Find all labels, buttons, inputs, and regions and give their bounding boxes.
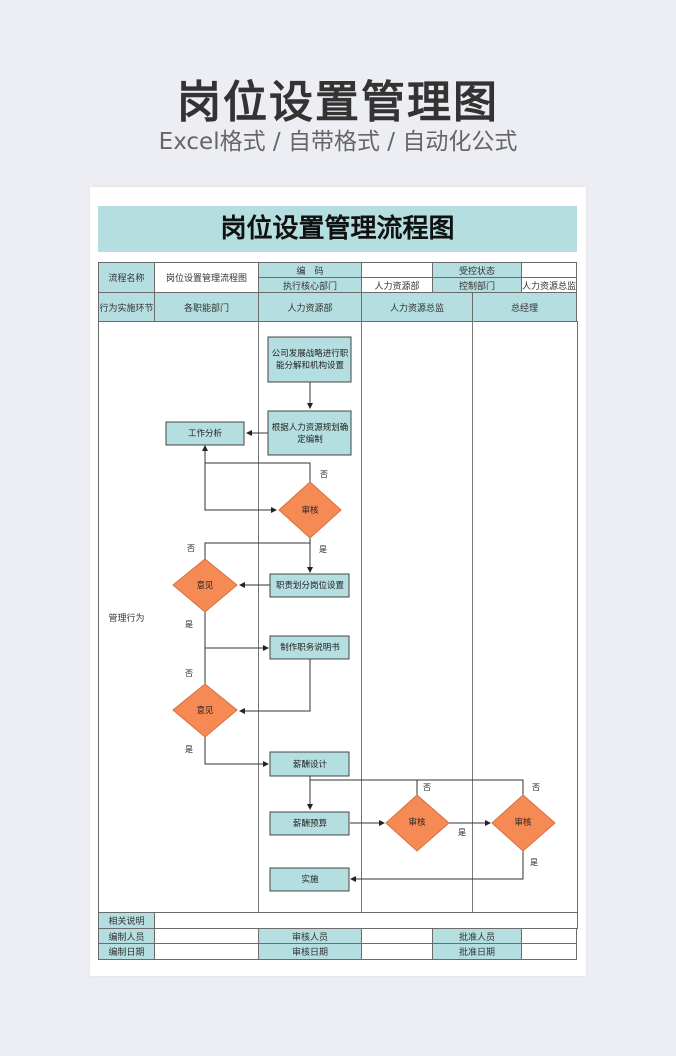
no-label: 否 (320, 470, 328, 479)
lane-divider (361, 321, 362, 913)
yes-label: 是 (185, 745, 193, 754)
yes-label: 是 (185, 620, 193, 629)
document-title: 岗位设置管理流程图 (98, 206, 577, 252)
process-box-b1[interactable]: 公司发展战略进行职 能分解和机构设置 (267, 336, 352, 383)
hero-subtitle: Excel格式 / 自带格式 / 自动化公式 (158, 129, 518, 155)
process-box-b4[interactable]: 职责划分岗位设置 (269, 573, 350, 598)
connector (310, 779, 418, 796)
decision-d4[interactable]: 审核 (385, 794, 450, 852)
connector (239, 659, 311, 714)
connector (202, 445, 311, 482)
box-text: 薪酬设计 (293, 759, 328, 770)
lane-header-functional: 各职能部门 (154, 292, 259, 322)
process-box-b8[interactable]: 实施 (269, 867, 350, 892)
hero-title: 岗位设置管理图 (177, 77, 499, 128)
connector (204, 542, 310, 560)
box-text: 工作分析 (188, 428, 223, 439)
box-text: 根据人力资源规划确 (272, 422, 349, 433)
lane-header-hr: 人力资源部 (258, 292, 362, 322)
decision-d1[interactable]: 审核 (278, 481, 342, 539)
process-box-b5[interactable]: 制作职务说明书 (269, 635, 350, 660)
box-text: 职责划分岗位设置 (276, 580, 345, 591)
decision-text: 审核 (301, 505, 319, 516)
decision-d5[interactable]: 审核 (491, 794, 556, 852)
yes-label: 是 (458, 828, 466, 837)
process-name-label: 流程名称 (98, 262, 155, 293)
box-text: 薪酬预算 (293, 818, 328, 829)
connectors (202, 382, 524, 882)
box-text: 制作职务说明书 (280, 642, 340, 653)
no-label: 否 (532, 783, 540, 792)
box-text: 实施 (301, 874, 319, 885)
decision-text: 审核 (514, 817, 532, 828)
lane-row-label: 行为实施环节 (98, 292, 155, 322)
process-box-b3[interactable]: 工作分析 (165, 421, 245, 446)
box-text: 定编制 (297, 434, 323, 445)
no-label: 否 (187, 544, 195, 553)
lane-divider (472, 321, 473, 913)
decision-d2[interactable]: 意见 (172, 558, 238, 613)
decision-text: 意见 (196, 580, 214, 591)
box-text: 公司发展战略进行职 (272, 348, 349, 359)
connector (350, 851, 524, 882)
decision-text: 审核 (408, 817, 426, 828)
process-box-b7[interactable]: 薪酬预算 (269, 811, 350, 836)
yes-label: 是 (530, 858, 538, 867)
connector (417, 779, 524, 795)
process-name-value[interactable]: 岗位设置管理流程图 (154, 262, 259, 293)
no-label: 否 (185, 669, 193, 678)
connector (204, 463, 277, 513)
decision-d3[interactable]: 意见 (172, 683, 238, 738)
lane-header-gm: 总经理 (472, 292, 577, 322)
decision-text: 意见 (196, 705, 214, 716)
box-text: 能分解和机构设置 (276, 360, 345, 371)
no-label: 否 (423, 783, 431, 792)
process-box-b6[interactable]: 薪酬设计 (269, 751, 350, 777)
connector (204, 612, 269, 651)
connector (204, 736, 269, 767)
lane-divider (258, 321, 259, 913)
yes-label: 是 (319, 545, 327, 554)
process-box-b2[interactable]: 根据人力资源规划确 定编制 (267, 410, 352, 456)
approved-date-value[interactable] (521, 943, 577, 960)
